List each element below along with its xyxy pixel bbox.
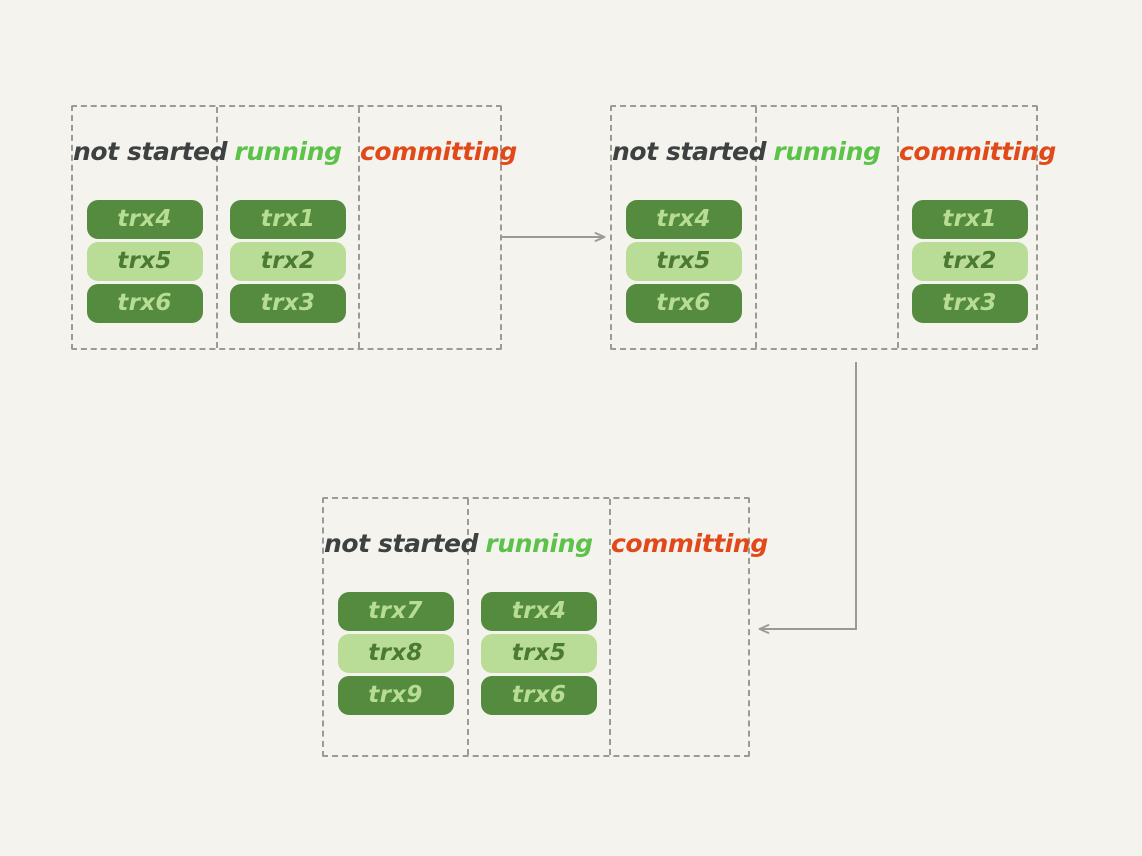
transaction-pill[interactable]: trx3 (230, 284, 346, 323)
column-header: not started (612, 137, 767, 166)
transaction-pill[interactable]: trx9 (337, 676, 454, 715)
column-header: not started (324, 529, 479, 558)
transaction-pill[interactable]: trx8 (337, 634, 454, 673)
column-header: committing (611, 529, 768, 558)
transaction-pill[interactable]: trx5 (86, 242, 203, 281)
transaction-pill[interactable]: trx5 (625, 242, 742, 281)
state-column-running: running (757, 107, 899, 348)
column-header: committing (899, 137, 1056, 166)
state-column-committing: committing (611, 499, 768, 755)
transaction-pill[interactable]: trx6 (625, 284, 742, 323)
column-header: running (773, 137, 881, 166)
transaction-pill[interactable]: trx7 (337, 592, 454, 631)
transaction-pill[interactable]: trx6 (481, 676, 597, 715)
transaction-pill[interactable]: trx2 (911, 242, 1028, 281)
arrow-panel2-to-panel3 (758, 362, 857, 634)
column-header: running (485, 529, 593, 558)
transaction-pill[interactable]: trx5 (481, 634, 597, 673)
transaction-pill[interactable]: trx4 (86, 200, 203, 239)
column-header: committing (360, 137, 517, 166)
transaction-pill[interactable]: trx1 (230, 200, 346, 239)
transaction-pill[interactable]: trx4 (625, 200, 742, 239)
state-column-committing: committing (360, 107, 517, 348)
transaction-pill[interactable]: trx4 (481, 592, 597, 631)
transaction-pill[interactable]: trx1 (911, 200, 1028, 239)
column-header: not started (73, 137, 228, 166)
transaction-pill[interactable]: trx6 (86, 284, 203, 323)
transaction-pill[interactable]: trx2 (230, 242, 346, 281)
transaction-pill[interactable]: trx3 (911, 284, 1028, 323)
column-header: running (234, 137, 342, 166)
